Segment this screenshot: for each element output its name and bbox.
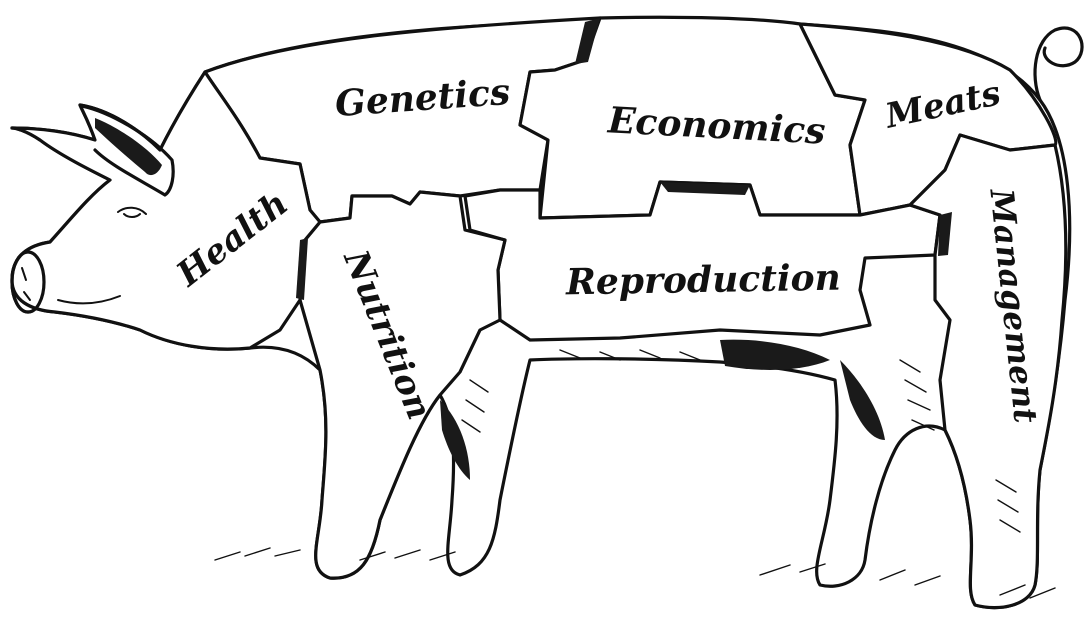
pig-ear-front: [80, 104, 175, 197]
edge-shading-1: [575, 18, 600, 64]
segment-label-economics: Economics: [607, 99, 827, 153]
pig-mouth-front: [57, 295, 121, 305]
edge-shading-3: [296, 238, 308, 300]
pig-eye-front: [117, 206, 147, 218]
pig-nostrils-front: [21, 267, 31, 301]
edge-shading-7: [440, 400, 470, 480]
health-piece: [10, 70, 322, 351]
pig-tail: [1033, 26, 1084, 102]
reproduction-piece: [463, 180, 942, 342]
segment-label-reproduction: Reproduction: [565, 256, 842, 304]
nutrition-piece: [298, 190, 507, 580]
edge-shading-4: [938, 212, 952, 256]
ground-shadow: [214, 547, 1056, 599]
pig-snout-front: [10, 250, 46, 314]
edge-shading-2: [660, 182, 750, 195]
pig-ear-shade-front: [95, 118, 162, 176]
management-piece: [908, 133, 1068, 610]
leg-hatching: [461, 349, 1021, 533]
edge-shading-5: [720, 339, 830, 370]
edge-shading-6: [840, 360, 885, 440]
